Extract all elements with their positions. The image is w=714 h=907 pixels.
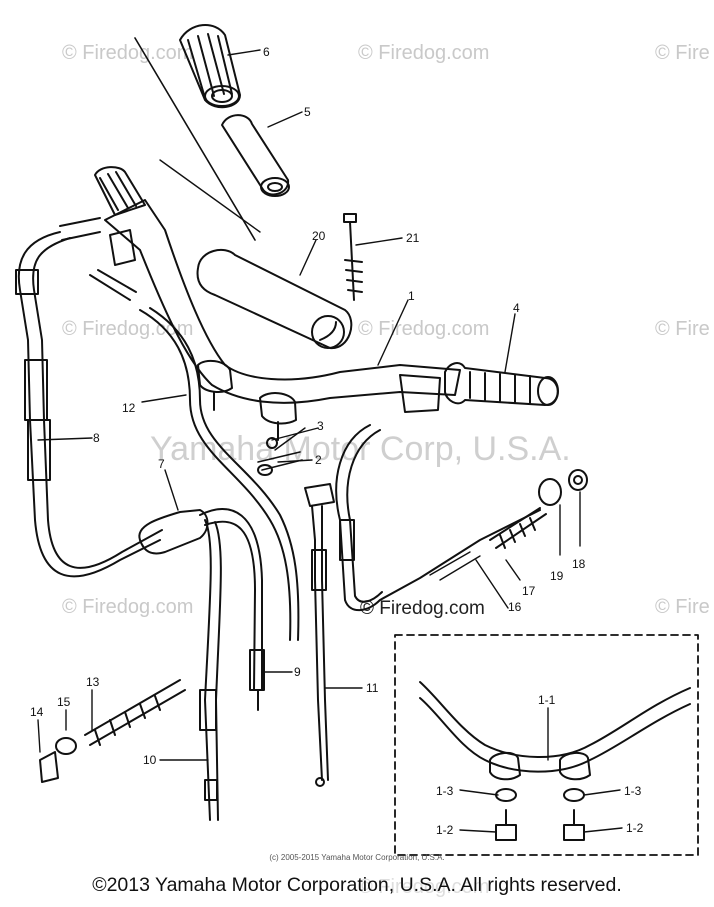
washer <box>271 427 319 441</box>
bar-clamp <box>197 359 297 441</box>
screw <box>343 213 363 301</box>
cable <box>139 309 292 641</box>
handlebar <box>104 199 461 404</box>
inset-handlebar <box>419 681 691 841</box>
part-label: 21 <box>406 231 420 245</box>
part-label: 1-3 <box>436 784 454 798</box>
throttle-housing <box>138 507 265 821</box>
part-label: 13 <box>86 675 100 689</box>
right-grip <box>399 362 559 413</box>
part-label: 2 <box>315 453 322 467</box>
watermark: © Fire <box>655 42 710 64</box>
part-label: 20 <box>312 229 326 243</box>
watermark-dark: © Firedog.com <box>360 598 485 619</box>
watermark: © Firedog.com <box>62 42 194 64</box>
part-label: 12 <box>122 401 136 415</box>
watermark: © Firedog.com <box>62 318 194 340</box>
inset-box <box>394 634 699 856</box>
part-label: 11 <box>366 681 379 695</box>
part-label: 4 <box>513 301 520 315</box>
control-wire <box>134 37 256 241</box>
watermark: © Firedog.com <box>62 596 194 618</box>
copyright-small: (c) 2005-2015 Yamaha Motor Corporation, … <box>269 853 445 862</box>
part-label: 1-2 <box>436 823 454 837</box>
leader-lines <box>37 49 623 833</box>
part-label: 1-2 <box>626 821 644 835</box>
part-label: 1 <box>408 289 415 303</box>
part-label: 3 <box>317 419 324 433</box>
part-label: 9 <box>294 665 301 679</box>
watermark: © Firedog.com <box>358 42 490 64</box>
part-label: 8 <box>93 431 100 445</box>
part-label: 10 <box>143 753 157 767</box>
grip-top <box>179 24 241 109</box>
cable-loop <box>15 217 163 578</box>
brake-cable <box>335 424 547 612</box>
part-labels: 6 5 20 21 1 4 12 3 2 7 8 9 11 10 16 17 1… <box>30 45 644 837</box>
part-label: 16 <box>508 600 522 614</box>
part-label: 7 <box>158 457 165 471</box>
grip-tube <box>196 248 353 350</box>
watermark: © Firedog.com <box>358 876 490 898</box>
part-label: 15 <box>57 695 71 709</box>
copyright: ©2013 Yamaha Motor Corporation, U.S.A. A… <box>92 874 622 896</box>
grip-sleeve <box>221 114 290 197</box>
part-label: 14 <box>30 705 44 719</box>
part-label: 18 <box>572 557 586 571</box>
cable-vertical <box>304 483 335 787</box>
left-grip <box>94 166 146 216</box>
part-label: 1-1 <box>538 693 556 707</box>
watermark: © Fire <box>655 596 710 618</box>
part-label: 19 <box>550 569 564 583</box>
part-label: 6 <box>263 45 270 59</box>
adjuster-left <box>39 679 186 783</box>
watermark: © Fire <box>655 318 710 340</box>
adjuster <box>538 469 588 506</box>
part-label: 5 <box>304 105 311 119</box>
part-label: 1-3 <box>624 784 642 798</box>
watermark: © Firedog.com <box>358 318 490 340</box>
part-label: 17 <box>522 584 536 598</box>
